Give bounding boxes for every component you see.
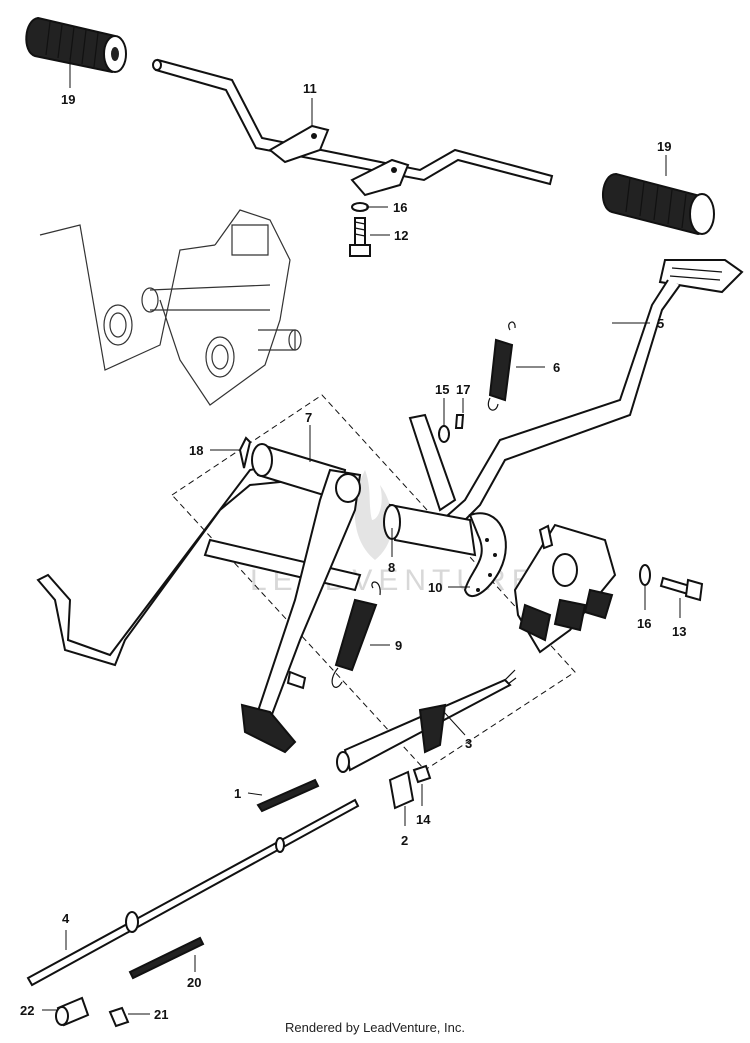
label-17: 17	[456, 382, 470, 397]
brake-pedal	[383, 259, 744, 598]
assembly-boundary	[171, 394, 576, 771]
footrest-rubber-left	[25, 16, 127, 74]
main-stand	[36, 436, 362, 754]
label-1: 1	[234, 786, 241, 801]
footrest-bar	[152, 58, 554, 197]
footer-credit: Rendered by LeadVenture, Inc.	[285, 1020, 465, 1035]
label-2: 2	[401, 833, 408, 848]
label-13: 13	[672, 624, 686, 639]
brake-return-spring	[487, 321, 516, 411]
part-labels: 19 11 19 16 12 5 6 15 17 18 7 8 10 16 13…	[20, 81, 686, 1022]
nut-14	[412, 764, 432, 784]
frame-outline-ghost	[39, 209, 302, 406]
label-3: 3	[465, 736, 472, 751]
label-21: 21	[154, 1007, 168, 1022]
washer-right	[639, 564, 651, 586]
label-16-right: 16	[637, 616, 651, 631]
label-18: 18	[189, 443, 203, 458]
label-22: 22	[20, 1003, 34, 1018]
label-5: 5	[657, 316, 664, 331]
cotter-pin-17	[454, 414, 465, 429]
brake-rod-spring-2	[128, 936, 205, 980]
label-16-top: 16	[393, 200, 407, 215]
label-8: 8	[388, 560, 395, 575]
brake-rod-joint	[388, 770, 415, 810]
label-14: 14	[416, 812, 431, 827]
brake-rod	[26, 798, 360, 987]
washer-top	[351, 202, 369, 212]
label-19-right: 19	[657, 139, 671, 154]
joint-pin	[108, 1006, 130, 1028]
label-15: 15	[435, 382, 449, 397]
label-7: 7	[305, 410, 312, 425]
label-20: 20	[187, 975, 201, 990]
label-10: 10	[428, 580, 442, 595]
label-19-left: 19	[61, 92, 75, 107]
bolt-right	[659, 576, 704, 602]
label-9: 9	[395, 638, 402, 653]
adjusting-nut	[55, 996, 90, 1027]
brake-arm	[336, 669, 517, 773]
label-12: 12	[394, 228, 408, 243]
bolt-top	[349, 217, 371, 257]
leader-lines	[42, 58, 681, 1015]
label-11: 11	[303, 81, 317, 96]
pivot-bracket	[513, 523, 617, 654]
label-4: 4	[62, 911, 70, 926]
brake-rod-spring	[256, 778, 320, 813]
footrest-rubber-right	[602, 172, 715, 236]
washer-15	[438, 425, 450, 443]
label-6: 6	[553, 360, 560, 375]
stand-spring	[331, 581, 381, 688]
